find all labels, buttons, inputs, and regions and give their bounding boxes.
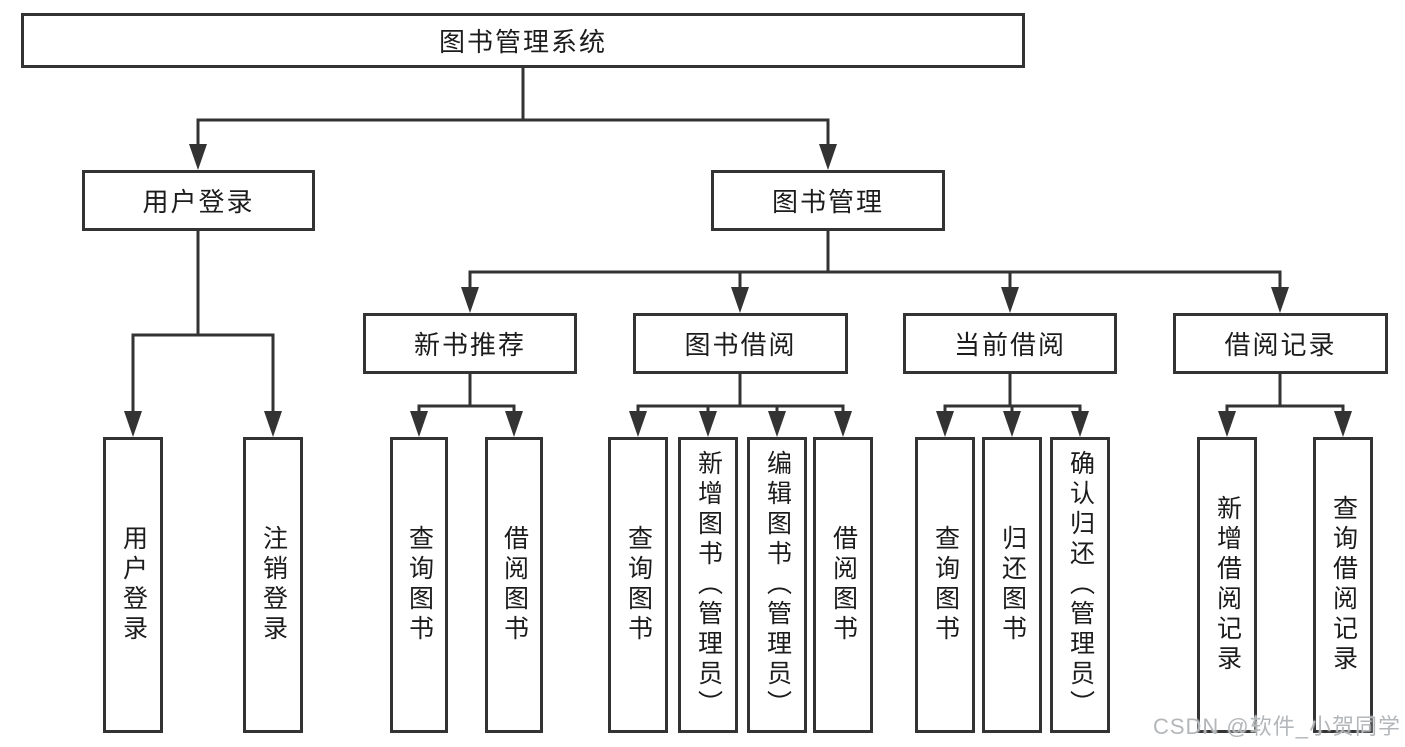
node-book-borrowing: 图书借阅 xyxy=(633,313,848,374)
leaf-query-borrow-record: 查询借阅记录 xyxy=(1313,437,1373,733)
leaf-recommend-query-books: 查询图书 xyxy=(390,437,448,733)
arrowhead-icon xyxy=(461,287,479,313)
arrowhead-icon xyxy=(936,411,954,437)
leaf-confirm-return-admin: 确认归还（管理员） xyxy=(1050,437,1110,733)
connector-borrowing-records-to-leaves xyxy=(1225,372,1345,427)
arrowheads xyxy=(124,144,1352,437)
connector-root-to-level2 xyxy=(196,66,830,160)
leaf-add-books-admin: 新增图书（管理员） xyxy=(678,437,738,733)
arrowhead-icon xyxy=(819,144,837,170)
leaf-add-borrow-record: 新增借阅记录 xyxy=(1197,437,1257,733)
arrowhead-icon xyxy=(124,411,142,437)
leaf-borrowing-borrow-books: 借阅图书 xyxy=(813,437,873,733)
node-user-login: 用户登录 xyxy=(82,170,315,231)
arrowhead-icon xyxy=(1271,287,1289,313)
arrowhead-icon xyxy=(505,411,523,437)
connector-user-login-to-leaves xyxy=(131,229,275,427)
arrowhead-icon xyxy=(410,411,428,437)
node-book-management: 图书管理 xyxy=(711,170,945,231)
connector-book-management-to-level3 xyxy=(468,229,1282,303)
arrowhead-icon xyxy=(629,411,647,437)
arrowhead-icon xyxy=(1003,411,1021,437)
arrowhead-icon xyxy=(1001,287,1019,313)
node-library-system: 图书管理系统 xyxy=(21,13,1025,68)
node-borrowing-records: 借阅记录 xyxy=(1173,313,1388,374)
connector-book-borrowing-to-leaves xyxy=(636,372,845,427)
arrowhead-icon xyxy=(264,411,282,437)
arrowhead-icon xyxy=(731,287,749,313)
arrowhead-icon xyxy=(699,411,717,437)
leaf-user-login: 用户登录 xyxy=(103,437,163,733)
arrowhead-icon xyxy=(1334,411,1352,437)
leaf-return-books: 归还图书 xyxy=(982,437,1042,733)
arrowhead-icon xyxy=(834,411,852,437)
leaf-current-query-books: 查询图书 xyxy=(915,437,975,733)
watermark: CSDN @软件_小贺同学 xyxy=(1152,714,1401,739)
leaf-recommend-borrow-books: 借阅图书 xyxy=(485,437,543,733)
arrowhead-icon xyxy=(189,144,207,170)
arrowhead-icon xyxy=(1071,411,1089,437)
node-current-borrowing: 当前借阅 xyxy=(903,313,1117,374)
arrowhead-icon xyxy=(1218,411,1236,437)
node-new-book-recommendation: 新书推荐 xyxy=(363,313,577,374)
arrowhead-icon xyxy=(768,411,786,437)
connector-new-book-recommendation-to-leaves xyxy=(417,372,516,427)
leaf-logout: 注销登录 xyxy=(243,437,303,733)
leaf-edit-books-admin: 编辑图书（管理员） xyxy=(747,437,807,733)
leaf-borrowing-query-books: 查询图书 xyxy=(608,437,668,733)
